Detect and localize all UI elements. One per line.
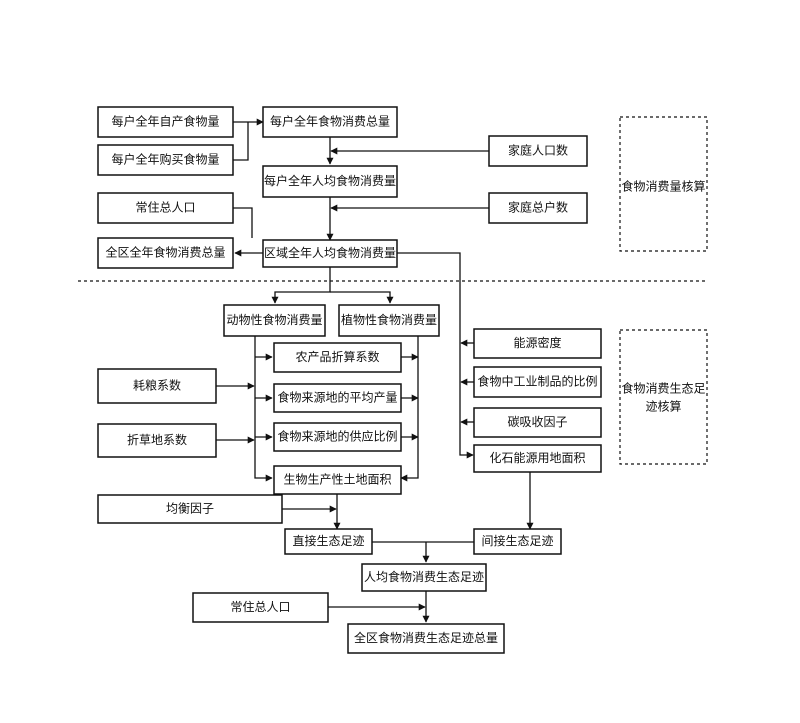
node-region-footprint-total: 全区食物消费生态足迹总量 (347, 623, 505, 654)
node-carbon-factor: 碳吸收因子 (473, 407, 602, 438)
svg-text:常住总人口: 常住总人口 (230, 600, 290, 614)
svg-text:每户全年人均食物消费量: 每户全年人均食物消费量 (264, 173, 396, 188)
svg-text:生物生产性土地面积: 生物生产性土地面积 (283, 473, 391, 487)
node-animal-food: 动物性食物消费量 (223, 304, 326, 337)
node-avg-yield: 食物来源地的平均产量 (273, 383, 402, 413)
section-consumption-label: 食物消费量核算 (621, 179, 705, 194)
node-energy-density: 能源密度 (473, 328, 602, 359)
section-footprint-label-1: 食物消费生态足 (621, 381, 705, 396)
node-grass-factor: 折草地系数 (97, 423, 217, 458)
svg-text:每户全年购买食物量: 每户全年购买食物量 (111, 152, 219, 167)
svg-text:直接生态足迹: 直接生态足迹 (292, 533, 364, 548)
node-direct-footprint: 直接生态足迹 (284, 528, 373, 555)
svg-text:动物性食物消费量: 动物性食物消费量 (226, 312, 322, 327)
node-resident-pop-bottom: 常住总人口 (192, 592, 329, 623)
section-consumption-accounting: 食物消费量核算 (619, 116, 708, 252)
node-indirect-footprint: 间接生态足迹 (473, 528, 562, 555)
node-self-food: 每户全年自产食物量 (97, 106, 234, 138)
svg-text:全区食物消费生态足迹总量: 全区食物消费生态足迹总量 (354, 630, 498, 645)
svg-text:耗粮系数: 耗粮系数 (133, 378, 181, 393)
node-region-total: 全区全年食物消费总量 (97, 237, 234, 269)
section-footprint-label-2: 迹核算 (645, 399, 681, 414)
svg-text:家庭总户数: 家庭总户数 (508, 200, 568, 215)
node-region-per-capita: 区域全年人均食物消费量 (262, 239, 398, 268)
svg-text:家庭人口数: 家庭人口数 (508, 143, 568, 158)
node-equilibrium-factor: 均衡因子 (97, 494, 283, 524)
svg-text:食物来源地的供应比例: 食物来源地的供应比例 (277, 429, 397, 444)
node-grain-factor: 耗粮系数 (97, 368, 217, 404)
svg-text:化石能源用地面积: 化石能源用地面积 (489, 451, 585, 465)
svg-text:折草地系数: 折草地系数 (127, 432, 187, 447)
node-plant-food: 植物性食物消费量 (338, 304, 440, 337)
svg-text:区域全年人均食物消费量: 区域全年人均食物消费量 (264, 245, 396, 260)
node-per-capita-footprint: 人均食物消费生态足迹 (361, 563, 487, 592)
svg-text:均衡因子: 均衡因子 (166, 502, 214, 516)
node-house-total: 每户全年食物消费总量 (262, 106, 398, 138)
svg-text:能源密度: 能源密度 (513, 335, 561, 350)
svg-text:碳吸收因子: 碳吸收因子 (507, 415, 567, 429)
section-footprint-accounting: 食物消费生态足 迹核算 (619, 329, 708, 465)
svg-text:每户全年食物消费总量: 每户全年食物消费总量 (270, 114, 390, 129)
edges (216, 118, 534, 623)
node-agri-factor: 农产品折算系数 (273, 342, 402, 373)
node-house-per-capita: 每户全年人均食物消费量 (262, 165, 398, 198)
node-family-pop: 家庭人口数 (488, 135, 588, 167)
node-resident-pop-top: 常住总人口 (97, 192, 234, 224)
node-family-total: 家庭总户数 (488, 192, 588, 224)
svg-text:人均食物消费生态足迹: 人均食物消费生态足迹 (364, 569, 484, 584)
svg-text:每户全年自产食物量: 每户全年自产食物量 (111, 114, 219, 129)
svg-text:植物性食物消费量: 植物性食物消费量 (341, 312, 437, 327)
svg-text:间接生态足迹: 间接生态足迹 (481, 533, 553, 548)
svg-text:食物来源地的平均产量: 食物来源地的平均产量 (277, 390, 397, 405)
node-supply-ratio: 食物来源地的供应比例 (273, 422, 402, 452)
svg-text:全区全年食物消费总量: 全区全年食物消费总量 (105, 245, 225, 260)
node-buy-food: 每户全年购买食物量 (97, 144, 234, 176)
node-industrial-ratio: 食物中工业制品的比例 (473, 366, 602, 398)
svg-text:常住总人口: 常住总人口 (135, 201, 195, 215)
node-fossil-land: 化石能源用地面积 (473, 444, 602, 473)
svg-text:农产品折算系数: 农产品折算系数 (295, 349, 379, 364)
svg-text:食物中工业制品的比例: 食物中工业制品的比例 (477, 374, 597, 389)
node-bio-land: 生物生产性土地面积 (273, 465, 402, 495)
